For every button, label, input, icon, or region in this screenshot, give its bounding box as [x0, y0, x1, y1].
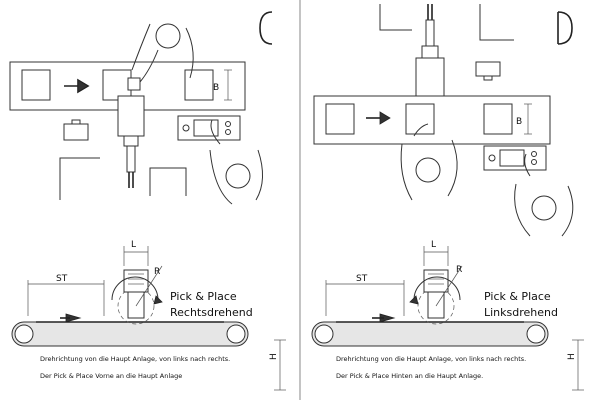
- dim-r-line-right: [435, 265, 463, 307]
- dim-r-line-left: [135, 265, 163, 307]
- flow-arrow-right-icon: [379, 111, 391, 125]
- conveyor-roller-right-2: [526, 324, 546, 344]
- accessory-box-left: [63, 123, 89, 141]
- station-right-3: [483, 103, 513, 135]
- pnp-head-right: [423, 269, 449, 293]
- operator-figure-left-top: [131, 23, 194, 83]
- dim-l-label-right: L: [431, 240, 436, 250]
- panel-right: D B: [311, 4, 584, 391]
- operator-figure-right-1: [400, 123, 458, 201]
- dim-l-label-left: L: [131, 240, 136, 250]
- panel-letter-bracket-left: [259, 11, 273, 45]
- operator-figure-left-bottom: [209, 119, 263, 205]
- rotation-arrow-icon: [153, 295, 163, 305]
- dim-h-label-left: H: [269, 353, 279, 360]
- flow-arrow-head-icon: [77, 79, 89, 93]
- control-screen-left: [193, 119, 219, 137]
- dim-r-label-left: R: [154, 267, 160, 277]
- title-line1-right: Pick & Place: [484, 290, 551, 303]
- rotation-arrow-right-icon: [409, 295, 419, 305]
- conveyor-roller-left-1: [14, 324, 34, 344]
- dim-st-label-right: ST: [356, 274, 368, 284]
- pnp-body-left: [117, 95, 145, 137]
- pnp-head-left: [123, 269, 149, 293]
- operator-figure-right-2: [514, 153, 574, 237]
- accessory-box-right: [475, 61, 501, 77]
- panel-left: C B: [9, 11, 286, 391]
- control-screen-right: [499, 149, 525, 167]
- caption-line1-right: Drehrichtung von die Haupt Anlage, von l…: [336, 355, 526, 363]
- station-left-1: [21, 69, 51, 101]
- station-left-2: [102, 69, 132, 101]
- dim-r-label-right: R: [456, 265, 462, 275]
- title-line2-left: Rechtsdrehend: [170, 306, 253, 319]
- station-right-1: [325, 103, 355, 135]
- conveyor-roller-left-2: [226, 324, 246, 344]
- panel-letter-bracket-right: [557, 11, 573, 45]
- title-line2-right: Linksdrehend: [484, 306, 558, 319]
- conveyor-belt-right: [311, 321, 549, 347]
- dim-st-label-left: ST: [56, 274, 68, 284]
- dim-b-label-left: B: [213, 83, 219, 93]
- dim-b-label-right: B: [516, 117, 522, 127]
- dim-h-label-right: H: [567, 353, 577, 360]
- conveyor-roller-right-1: [314, 324, 334, 344]
- conveyor-belt-left: [11, 321, 249, 347]
- station-right-2: [405, 103, 435, 135]
- title-line1-left: Pick & Place: [170, 290, 237, 303]
- station-left-3: [184, 69, 214, 101]
- caption-line1-left: Drehrichtung von die Haupt Anlage, von l…: [40, 355, 230, 363]
- caption-line2-right: Der Pick & Place Hinten an die Haupt Anl…: [336, 372, 483, 380]
- caption-line2-left: Der Pick & Place Vorne an die Haupt Anla…: [40, 372, 182, 380]
